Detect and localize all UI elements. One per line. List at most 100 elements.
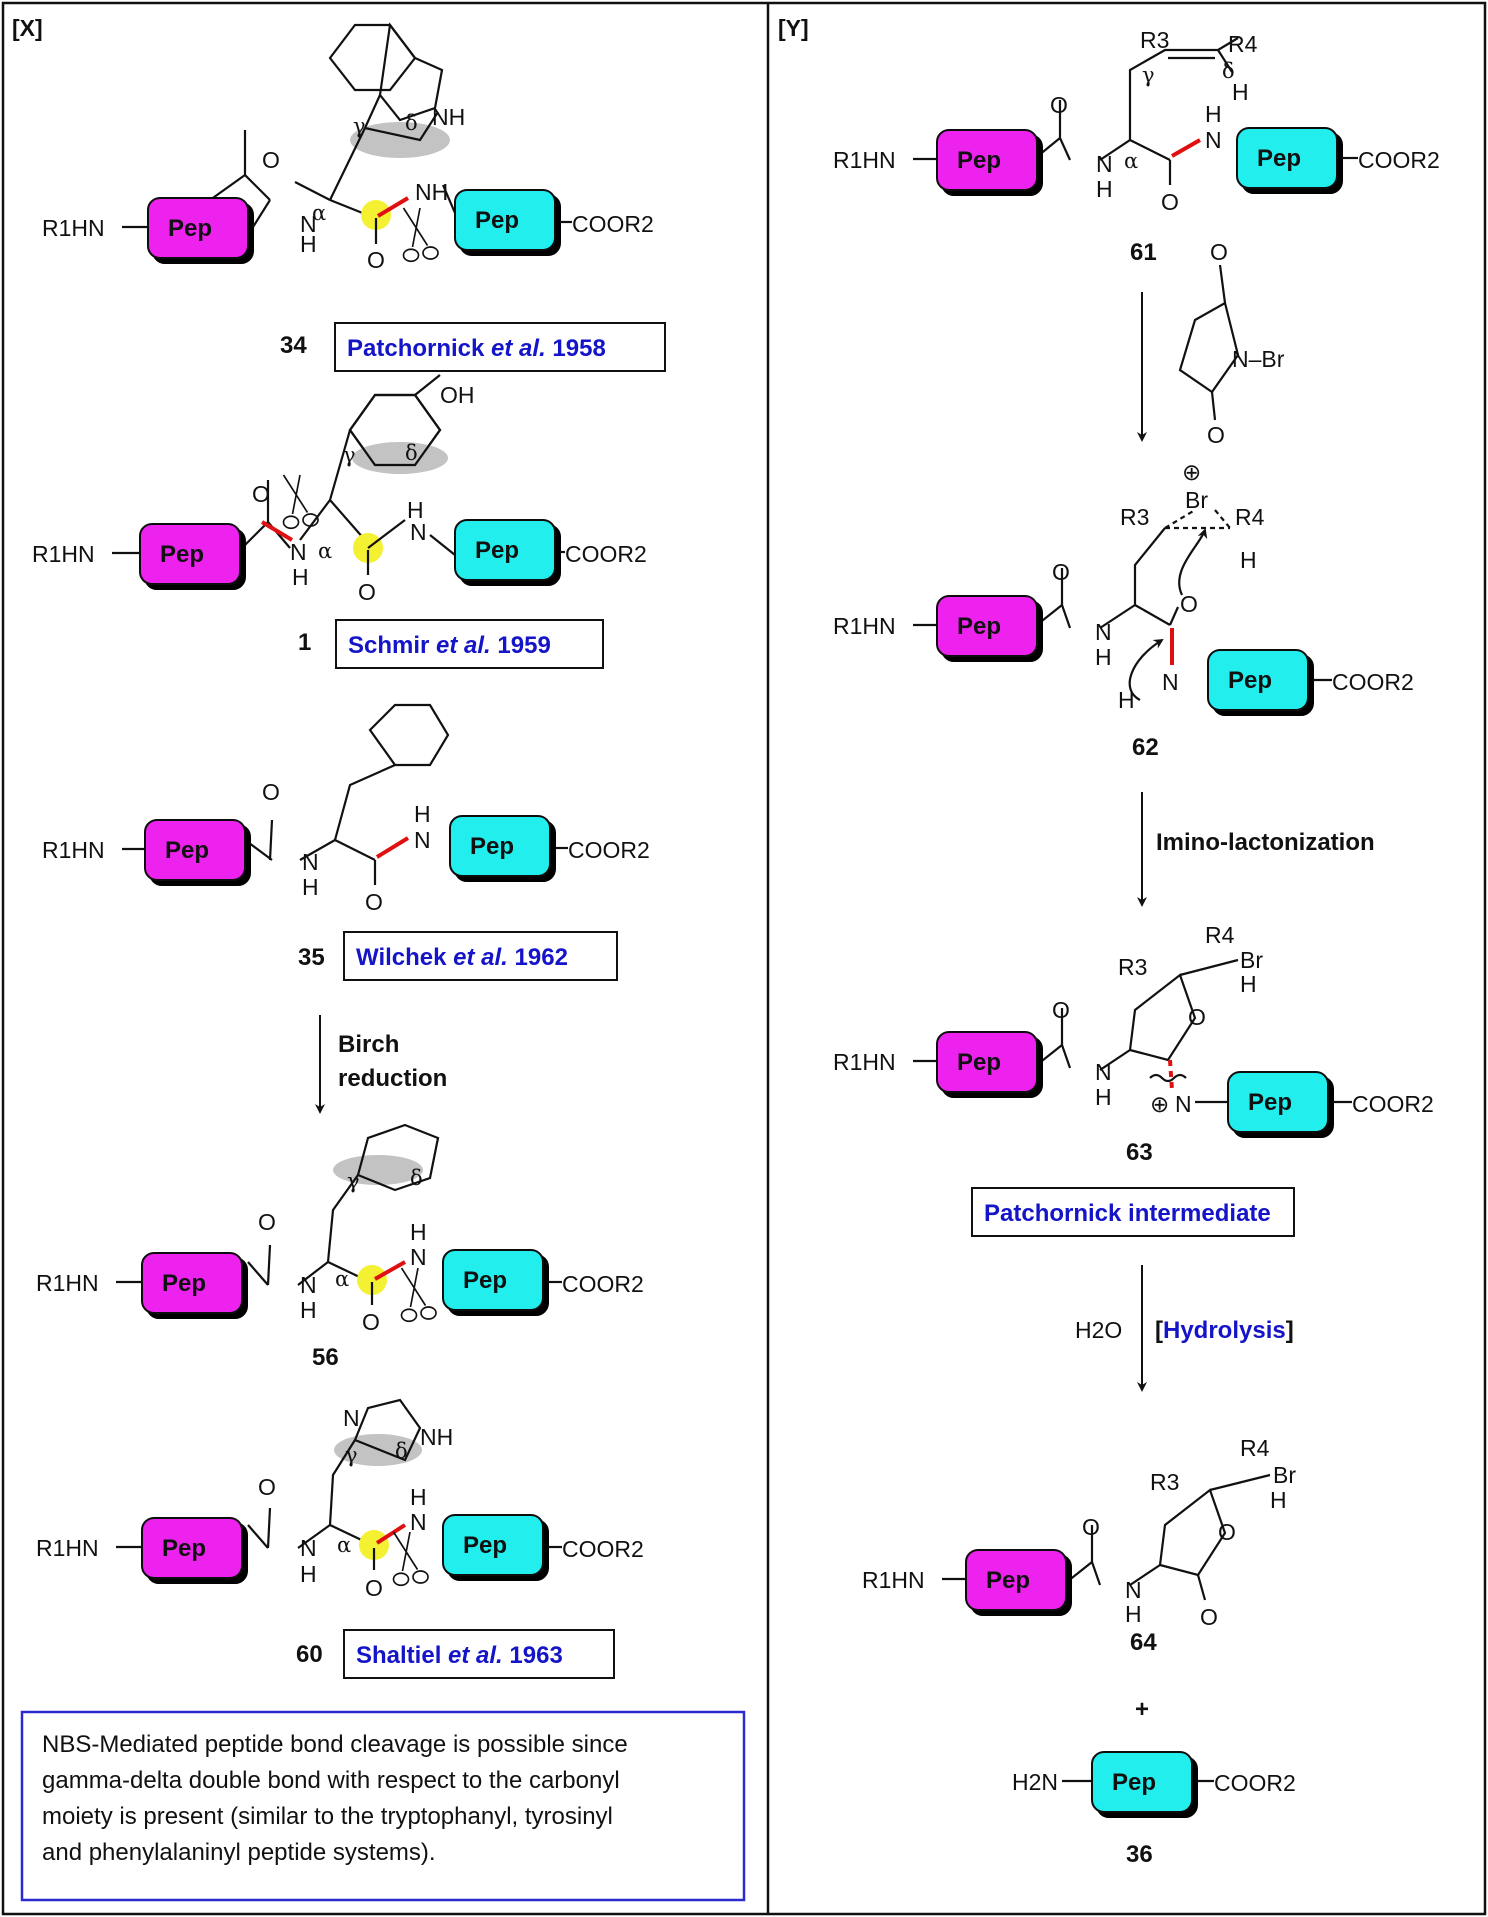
- alpha-carbon-highlight: [357, 1265, 387, 1295]
- compound-61-peptide: R1HN Pep Pep COOR2: [833, 127, 1440, 191]
- alpha-carbon-highlight: [359, 1530, 389, 1560]
- pep-block-cyan: [1091, 1751, 1193, 1813]
- gamma-label: γ: [343, 443, 356, 467]
- compound-id-60: 60: [296, 1641, 323, 1668]
- carbonyl-o-label: O: [367, 247, 385, 273]
- r1hn-label: R1HN: [862, 1567, 925, 1593]
- r1hn-label: R1HN: [32, 541, 95, 567]
- amide-n-label: N: [1095, 619, 1112, 645]
- nh-h-label: H: [300, 1561, 317, 1587]
- amide-n-label: N: [300, 211, 317, 237]
- nh-h-label: H: [1095, 1084, 1112, 1110]
- coor2-label: COOR2: [565, 541, 647, 567]
- compound-36-peptide: H2N Pep COOR2: [1012, 1751, 1296, 1813]
- compound-34-peptide: R1HN Pep Pep COOR2: [42, 189, 654, 259]
- nh-h-label: H: [1205, 101, 1222, 127]
- scissors-icon: [400, 1267, 437, 1323]
- r3-label: R3: [1140, 27, 1169, 53]
- pep-label: Pep: [957, 613, 1001, 640]
- amide-n-label: N: [1095, 1059, 1112, 1085]
- nh-h-label: H: [410, 1219, 427, 1245]
- pep-block-cyan: [454, 189, 556, 251]
- carbonyl-o-label: O: [262, 147, 280, 173]
- compound-id-63: 63: [1126, 1139, 1153, 1166]
- pep-label: Pep: [475, 537, 519, 564]
- pep-label: Pep: [168, 215, 212, 242]
- compound-id-56: 56: [312, 1344, 339, 1371]
- compound-62-structure: ⊕ Br R3 R4 H O N H O N H: [1032, 459, 1265, 713]
- compound-id-35: 35: [298, 944, 325, 971]
- amide-nh-label: NH: [415, 179, 448, 205]
- panel-label-x: [X]: [12, 15, 43, 41]
- pep-block-cyan: [449, 815, 551, 877]
- vinyl-h-label: H: [1232, 79, 1249, 105]
- ring-o-label: O: [1188, 1004, 1206, 1030]
- nbs-reagent-structure: O O N–Br: [1178, 239, 1285, 448]
- compound-id-36: 36: [1126, 1841, 1153, 1868]
- r3-label: R3: [1118, 954, 1147, 980]
- delta-label: δ: [410, 1166, 423, 1190]
- citation-35: Wilchek et al. 1962: [356, 944, 568, 971]
- nh-h-label: H: [300, 231, 317, 257]
- pep-block-magenta: [141, 1252, 243, 1314]
- citation-box-35: Wilchek et al. 1962: [343, 931, 618, 981]
- water-reagent-label: H2O: [1075, 1317, 1122, 1343]
- pep-block-magenta: [141, 1517, 243, 1579]
- nh-h-label: H: [1125, 1601, 1142, 1627]
- carbonyl-o-label: O: [1052, 559, 1070, 585]
- iminium-n-label: N: [1175, 1091, 1192, 1117]
- gamma-label: γ: [1142, 63, 1155, 87]
- citation-box-34: Patchornick et al. 1958: [334, 322, 666, 372]
- bromonium-br-label: Br: [1185, 487, 1208, 513]
- pep-block-cyan: [454, 519, 556, 581]
- citation-34: Patchornick et al. 1958: [347, 335, 606, 362]
- citation-box-1: Schmir et al. 1959: [335, 619, 604, 669]
- scissors-icon: [402, 207, 439, 263]
- coor2-label: COOR2: [1358, 147, 1440, 173]
- pep-label: Pep: [162, 1535, 206, 1562]
- compound-61-structure: R3 R4 γ δ H O N H α O H N: [1032, 27, 1258, 215]
- imidazole-nh-label: NH: [420, 1424, 453, 1450]
- alpha-label: α: [318, 539, 332, 563]
- alpha-carbon-highlight: [361, 200, 391, 230]
- citation-1: Schmir et al. 1959: [348, 632, 551, 659]
- iminium-charge-label: ⊕: [1150, 1091, 1169, 1117]
- birch-label-line1: Birch: [338, 1031, 399, 1058]
- nh-h-label: H: [302, 874, 319, 900]
- r4-label: R4: [1205, 922, 1235, 948]
- h2n-label: H2N: [1012, 1769, 1058, 1795]
- lactone-o-label: O: [1200, 1604, 1218, 1630]
- nbs-n-br-label: N–Br: [1232, 346, 1285, 372]
- amide-n-label: N: [410, 519, 427, 545]
- pep-label: Pep: [463, 1267, 507, 1294]
- gamma-label: γ: [353, 114, 366, 138]
- r4-label: R4: [1235, 504, 1265, 530]
- compound-id-1: 1: [298, 629, 311, 656]
- r3-label: R3: [1150, 1469, 1179, 1495]
- amide-n-label: N: [410, 1244, 427, 1270]
- delta-label: δ: [395, 1439, 408, 1463]
- carbonyl-o-label: O: [252, 481, 270, 507]
- compound-id-61: 61: [1130, 239, 1157, 266]
- r4-label: R4: [1240, 1435, 1270, 1461]
- pep-block-cyan: [1236, 127, 1338, 189]
- compound-60-peptide: R1HN Pep Pep COOR2: [36, 1514, 644, 1579]
- nh-h-label: H: [1095, 644, 1112, 670]
- r1hn-label: R1HN: [36, 1535, 99, 1561]
- pep-label: Pep: [463, 1532, 507, 1559]
- pep-label: Pep: [165, 837, 209, 864]
- amide-n-label: N: [1205, 127, 1222, 153]
- pep-label: Pep: [1112, 1769, 1156, 1796]
- patchornick-intermediate-box: Patchornick intermediate: [971, 1187, 1295, 1237]
- nbs-o-label: O: [1210, 239, 1228, 265]
- r1hn-label: R1HN: [42, 837, 105, 863]
- nh-h-label: H: [410, 1484, 427, 1510]
- pep-label: Pep: [475, 207, 519, 234]
- hydrolysis-label: [Hydrolysis]: [1155, 1317, 1294, 1344]
- coor2-label: COOR2: [572, 211, 654, 237]
- carbonyl-o-label: O: [1082, 1514, 1100, 1540]
- indole-nh-label: NH: [432, 104, 465, 130]
- delta-label: δ: [1222, 59, 1235, 83]
- ring-o-label: O: [1218, 1519, 1236, 1545]
